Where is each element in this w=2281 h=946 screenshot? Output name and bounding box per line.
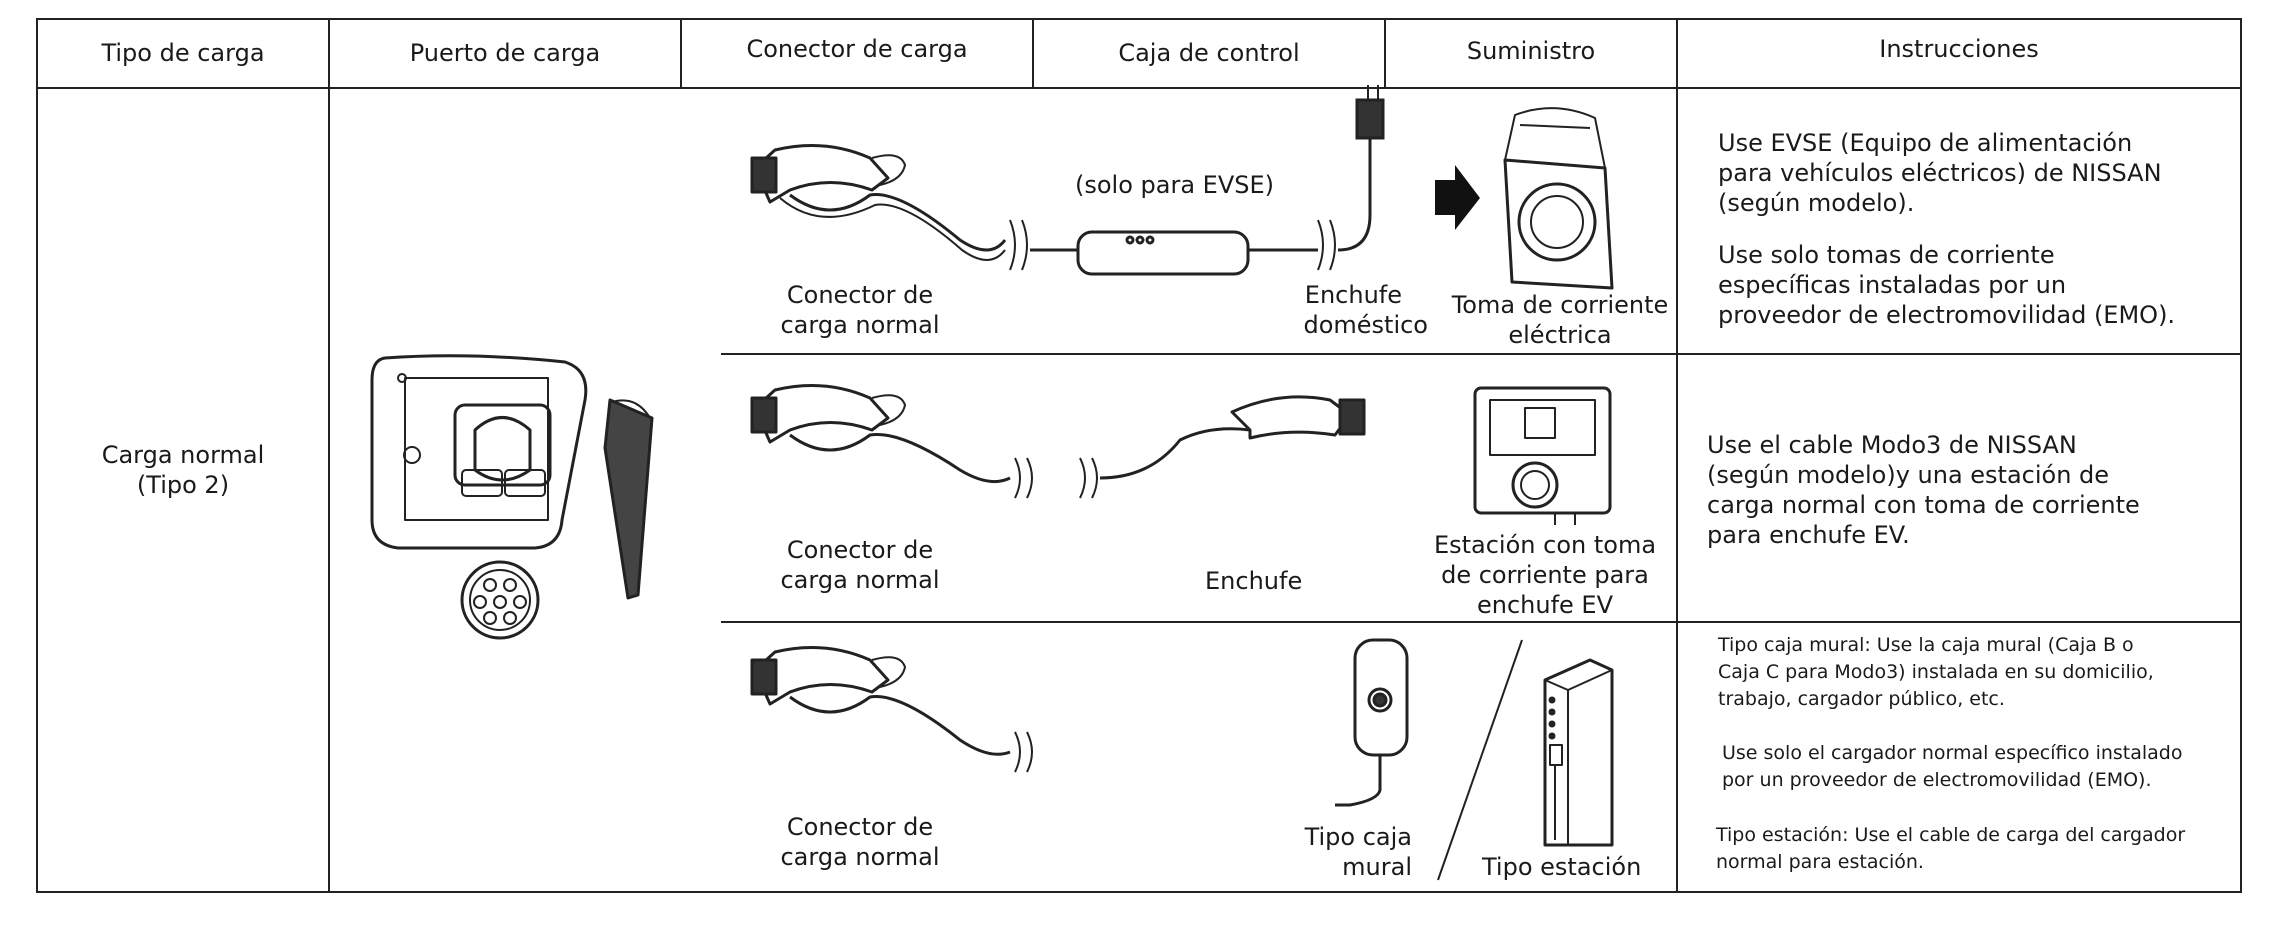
ev-station-illustration (1473, 386, 1612, 525)
divider-slash (1437, 639, 1523, 881)
connector-illustration-2 (750, 384, 1033, 499)
charging-station-illustration (1543, 658, 1614, 847)
electrical-outlet-illustration (1503, 107, 1614, 290)
plug-illustration-2 (1079, 395, 1366, 499)
s1-connector-label: Conector de carga normal (780, 281, 940, 339)
row-label: Carga normal (Tipo 2) (101, 441, 265, 499)
s2-instructions: Use el cable Modo3 de NISSAN (según mode… (1707, 431, 2140, 549)
s3-instructions-p1: Tipo caja mural: Use la caja mural (Caja… (1718, 634, 2154, 710)
s2-connector-label: Conector de carga normal (780, 536, 940, 594)
s3-connector-label: Conector de carga normal (780, 813, 940, 871)
control-box-illustration (1009, 85, 1385, 276)
wall-box-illustration (1335, 638, 1409, 807)
s3-wallbox-label: Tipo caja mural (1304, 823, 1412, 881)
s3-instructions-p2: Use solo el cargador normal específico i… (1722, 742, 2183, 791)
s3-station-label: Tipo estación (1482, 853, 1642, 881)
s1-instructions-p1: Use EVSE (Equipo de alimentación para ve… (1718, 129, 2162, 217)
s2-plug-label: Enchufe (1205, 567, 1303, 595)
connector-illustration-1 (750, 144, 1007, 261)
header-conector-carga: Conector de carga (746, 35, 968, 63)
s3-instructions-p3: Tipo estación: Use el cable de carga del… (1716, 824, 2186, 873)
header-suministro: Suministro (1466, 37, 1596, 65)
header-tipo-carga: Tipo de carga (101, 39, 265, 67)
s2-station-label: Estación con toma de corriente para ench… (1433, 531, 1657, 619)
s1-outlet-label: Toma de corriente eléctrica (1451, 291, 1669, 349)
arrow-icon (1435, 165, 1480, 230)
header-puerto-carga: Puerto de carga (409, 39, 601, 67)
evse-note: (solo para EVSE) (1075, 171, 1275, 199)
charging-port-illustration (370, 354, 654, 640)
connector-illustration-3 (750, 646, 1033, 773)
header-instrucciones: Instrucciones (1879, 35, 2039, 63)
s1-plug-label: Enchufe doméstico (1303, 281, 1428, 339)
s1-instructions-p2: Use solo tomas de corriente específicas … (1718, 241, 2176, 329)
header-caja-control: Caja de control (1118, 39, 1300, 67)
